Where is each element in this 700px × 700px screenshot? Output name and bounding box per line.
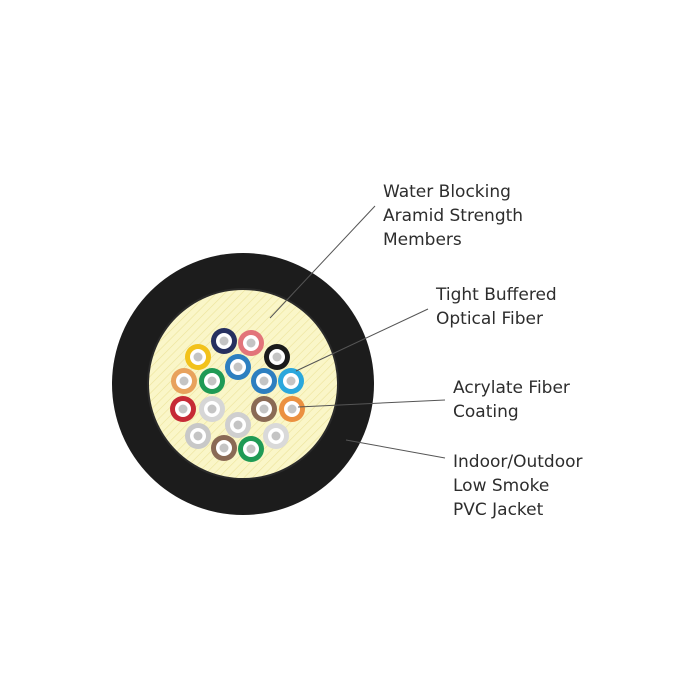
leader-line-acrylate [297,399,446,408]
tight-buffered-fiber [264,344,290,370]
callout-line: Indoor/Outdoor [453,452,583,472]
leader-lines [269,205,446,459]
callout-line: Aramid Strength [383,206,524,226]
tight-buffered-fiber [185,423,211,449]
tight-buffered-fiber [251,396,277,422]
callout-water-blocking: Water Blocking Aramid Strength Members [383,180,523,252]
callout-line: Members [383,230,462,250]
leader-line-jacket [345,439,446,459]
callout-line: Acrylate Fiber [453,378,570,398]
tight-buffered-fiber [171,368,197,394]
callout-tight-buffered-fiber: Tight Buffered Optical Fiber [436,283,557,331]
tight-buffered-fiber [170,396,196,422]
tight-buffered-fiber [211,328,237,354]
tight-buffered-fiber [185,344,211,370]
tight-buffered-fiber [199,368,225,394]
tight-buffered-fiber [251,368,277,394]
leader-line-tight-buffered [295,308,429,372]
tight-buffered-fiber [238,330,264,356]
callout-pvc-jacket: Indoor/Outdoor Low Smoke PVC Jacket [453,450,583,522]
leader-line-water-blocking [269,205,376,319]
tight-buffered-fiber [225,354,251,380]
callout-line: Tight Buffered [436,285,557,305]
callout-line: Water Blocking [383,182,511,202]
tight-buffered-fiber [263,423,289,449]
callout-acrylate-coating: Acrylate Fiber Coating [453,376,570,424]
fiber-bundle [170,328,305,462]
tight-buffered-fiber [225,412,251,438]
callout-line: Low Smoke [453,476,550,496]
tight-buffered-fiber [278,368,304,394]
tight-buffered-fiber [279,396,305,422]
callout-line: Coating [453,402,519,422]
callout-line: Optical Fiber [436,309,543,329]
tight-buffered-fiber [199,396,225,422]
tight-buffered-fiber [238,436,264,462]
callout-line: PVC Jacket [453,500,544,520]
tight-buffered-fiber [211,435,237,461]
